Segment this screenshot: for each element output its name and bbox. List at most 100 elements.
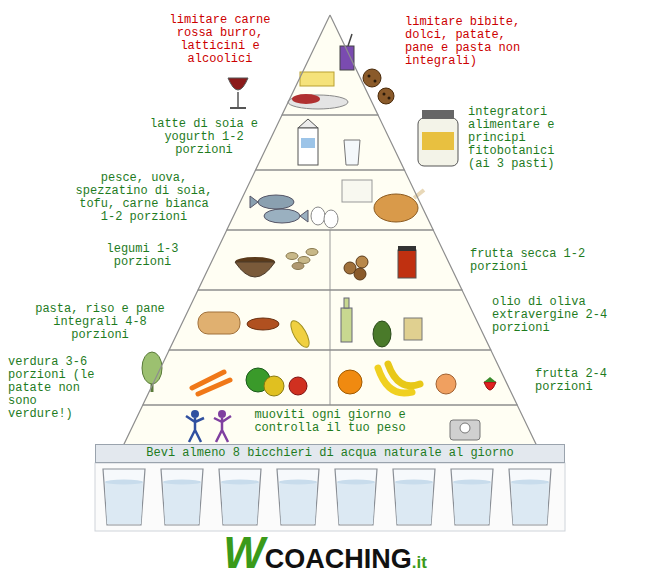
pyramid-top: limitare carne rossa burro, latticini e … [0, 15, 650, 115]
protein-foods [311, 207, 325, 225]
pyramid-ground [330, 230, 331, 405]
band-outline [124, 405, 537, 445]
exercise-figures [450, 420, 480, 440]
water-glasses [161, 469, 203, 525]
band-outline [282, 15, 378, 115]
water-glasses [277, 469, 319, 525]
top-foods [288, 95, 348, 109]
exercise-figures [186, 416, 204, 442]
band-outline [256, 115, 405, 170]
legume-foods [356, 256, 368, 268]
grain-oil-foods [287, 318, 312, 350]
protein-foods [374, 194, 418, 222]
legume-foods [354, 268, 366, 280]
portion-label: latte di soia e yogurth 1-2 porzioni [140, 118, 268, 157]
protein-foods [250, 180, 424, 228]
logo-word: COACHING [265, 544, 412, 574]
vegetable-fruit-foods [338, 370, 362, 394]
legume-foods [292, 263, 304, 270]
milk-foods [422, 132, 454, 150]
protein-foods [324, 210, 338, 228]
milk-foods [298, 128, 318, 165]
portion-label: frutta secca 1-2 porzioni [470, 248, 600, 274]
vegetable-fruit-foods [198, 380, 230, 394]
portion-label: frutta 2-4 porzioni [535, 368, 635, 394]
exercise-figures [214, 416, 231, 442]
top-foods [368, 75, 371, 78]
milk-foods [298, 119, 318, 128]
limit-note: limitare carne rossa burro, latticini e … [160, 14, 280, 66]
legume-foods [398, 246, 416, 251]
limit-note: limitare bibite, dolci, patate, pane e p… [405, 16, 527, 68]
grain-oil-foods [247, 318, 279, 330]
top-foods [363, 69, 381, 87]
band-outline [227, 170, 433, 230]
pyramid-ground [124, 15, 537, 445]
pyramid-band: pasta, riso e pane integrali 4-8 porzion… [0, 290, 650, 350]
pyramid-ground [124, 15, 537, 445]
pyramid-band: pesce, uova, spezzatino di soia, tofu, c… [0, 170, 650, 230]
grain-oil-foods [344, 298, 349, 308]
top-foods [348, 34, 352, 46]
band-outline [143, 350, 517, 405]
vegetable-fruit-foods [142, 352, 496, 396]
top-foods [388, 97, 391, 100]
band-outline [0, 15, 650, 115]
grain-oil-foods [404, 318, 422, 340]
top-foods [383, 93, 386, 96]
water-glasses [335, 469, 377, 525]
grain-oil-foods [341, 308, 352, 342]
top-foods [230, 107, 246, 109]
milk-foods [422, 110, 454, 119]
protein-foods [264, 209, 300, 223]
water-glasses [95, 463, 565, 531]
water-glasses [103, 469, 145, 525]
brand-logo: WCOACHING.it [0, 528, 650, 578]
milk-foods [344, 140, 360, 165]
vegetable-fruit-foods [142, 352, 162, 384]
water-glasses [219, 469, 261, 525]
top-foods [300, 72, 334, 86]
top-foods [292, 94, 320, 104]
protein-foods [258, 195, 294, 209]
logo-w: W [223, 528, 265, 577]
pyramid-band: muoviti ogni giorno e controlla il tuo p… [0, 405, 650, 445]
top-foods [378, 88, 394, 104]
top-foods [228, 78, 248, 90]
water-glasses [509, 469, 551, 525]
water-glasses [451, 469, 493, 525]
protein-foods [250, 196, 258, 208]
vegetable-fruit-foods [484, 377, 496, 382]
protein-foods [300, 210, 308, 222]
legume-foods [235, 246, 416, 280]
water-glasses [393, 469, 435, 525]
portion-label: verdura 3-6 porzioni (le patate non sono… [8, 356, 108, 421]
exercise-figures [218, 410, 226, 418]
vegetable-fruit-foods [484, 382, 496, 390]
protein-foods [342, 180, 372, 202]
band-outline [198, 230, 462, 290]
exercise-figures [460, 423, 470, 433]
portion-label: pesce, uova, spezzatino di soia, tofu, c… [70, 172, 218, 224]
top-foods [374, 80, 377, 83]
vegetable-fruit-foods [436, 374, 456, 394]
milk-foods [301, 138, 315, 148]
vegetable-fruit-foods [388, 364, 420, 386]
water-glasses [95, 463, 565, 531]
exercise-figures [191, 410, 199, 418]
grain-oil-foods [373, 321, 391, 347]
band-outline [169, 290, 491, 350]
legume-foods [398, 250, 416, 278]
legume-foods [306, 249, 318, 256]
water-bar: Bevi almeno 8 bicchieri di acqua natural… [95, 444, 565, 463]
logo-domain: .it [412, 553, 427, 572]
portion-label: integratori alimentare e principi fitobo… [468, 106, 578, 171]
pyramid-band: legumi 1-3 porzionifrutta secca 1-2 porz… [0, 230, 650, 290]
legume-foods [286, 253, 298, 260]
vegetable-fruit-foods [289, 377, 307, 395]
legume-foods [235, 262, 275, 277]
portion-label: olio di oliva extravergine 2-4 porzioni [492, 296, 642, 335]
water-note: Bevi almeno 8 bicchieri di acqua natural… [96, 447, 564, 460]
